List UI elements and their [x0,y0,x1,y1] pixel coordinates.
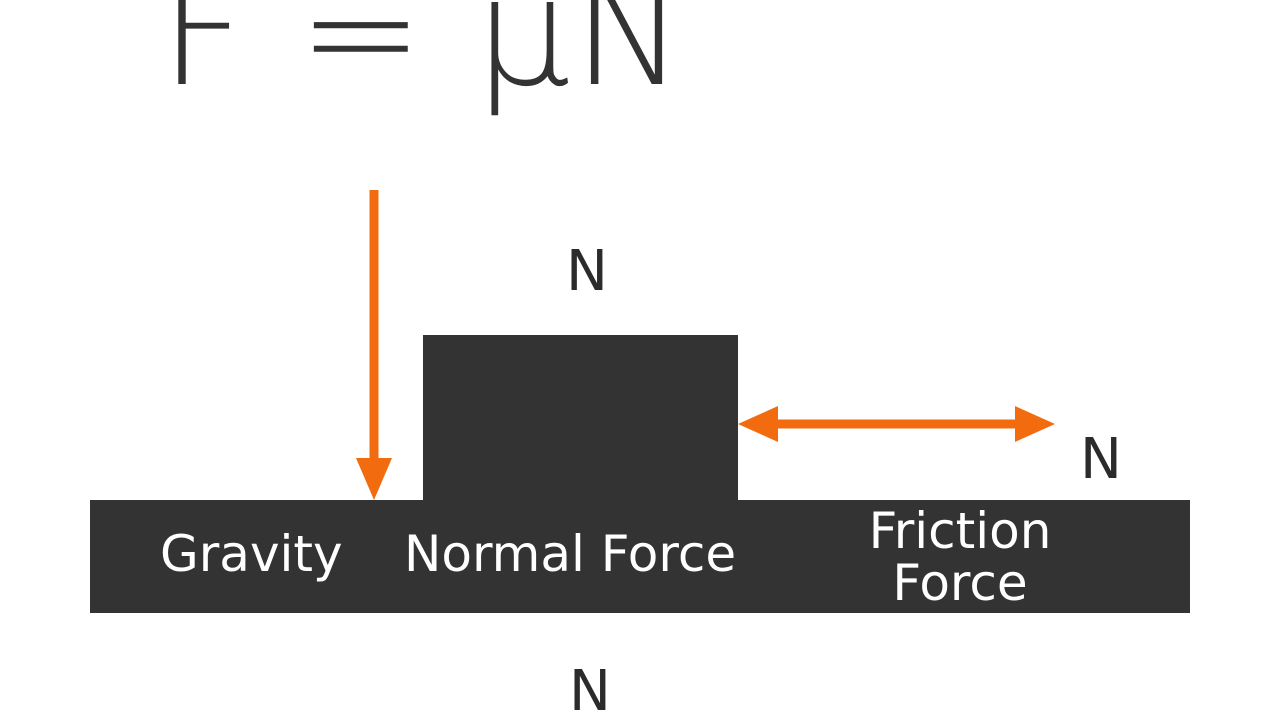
gravity-arrow [356,190,392,500]
ground-surface [90,500,1190,613]
friction-force-label-right: N [1080,427,1122,492]
friction-formula: F = µN [160,0,687,120]
normal-force-label-top: N [566,239,608,304]
gravity-label: Gravity [160,525,343,583]
normal-force-label: Normal Force [404,525,737,583]
normal-force-label-bottom: N [569,659,611,720]
friction-force-label: Friction Force [868,502,1052,612]
friction-arrow [738,406,1055,442]
block [423,335,738,505]
